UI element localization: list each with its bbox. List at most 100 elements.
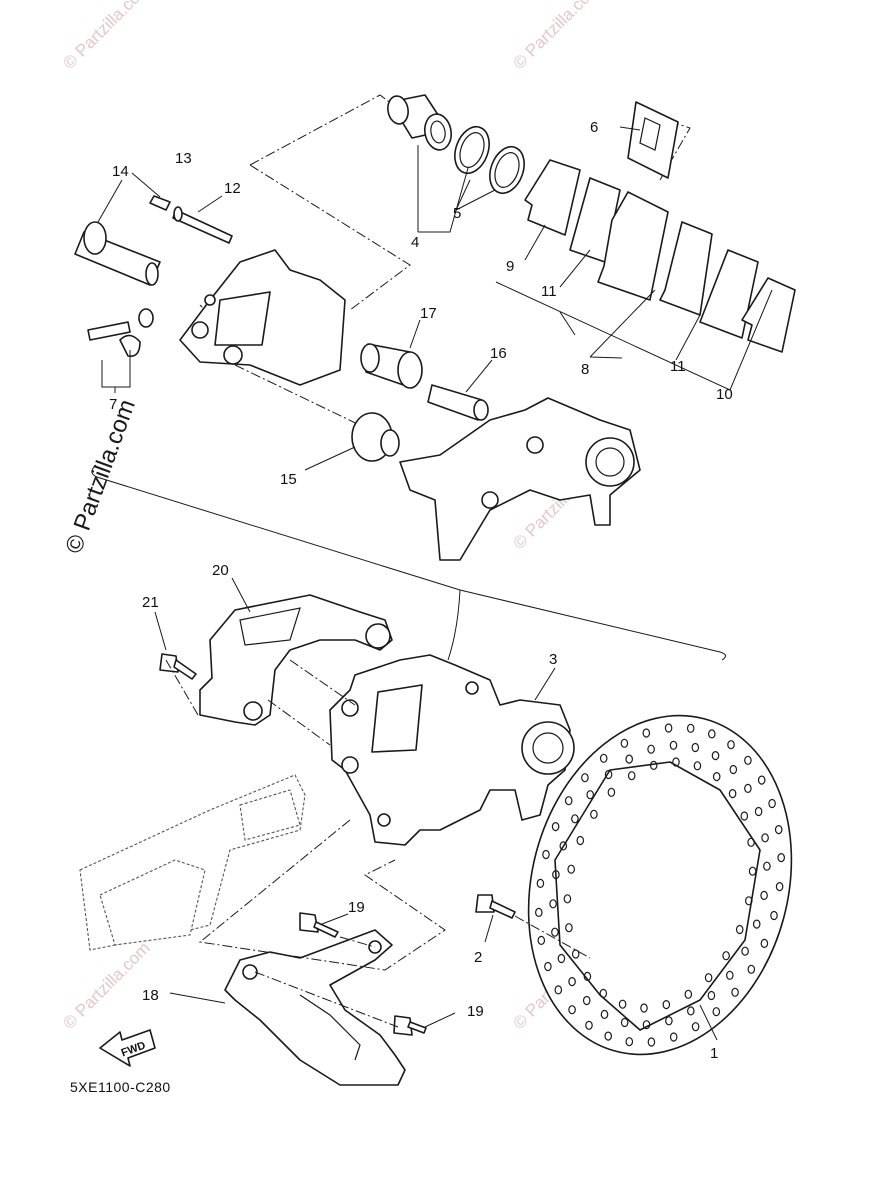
pad-clip (627, 101, 679, 179)
brake-caliper-assembly (329, 654, 575, 846)
disc-hole (582, 995, 591, 1006)
disc-hole (712, 771, 721, 782)
disc-hole (568, 976, 576, 987)
bracket-bolt (159, 653, 197, 680)
disc-hole (744, 783, 752, 794)
disc-hole (537, 935, 546, 946)
disc-hole (642, 1020, 651, 1030)
assembly-brace-tip (447, 589, 461, 661)
disc-hole (549, 899, 557, 909)
disc-hole (707, 990, 716, 1001)
disc-hole (747, 837, 755, 847)
callout-18: 18 (142, 987, 159, 1004)
disc-hole (747, 964, 756, 974)
disc-hole (686, 1006, 695, 1016)
pin-boot (351, 412, 400, 462)
spacer-sleeve (360, 343, 423, 389)
callout-10: 10 (716, 386, 733, 403)
callout-9: 9 (506, 258, 514, 275)
disc-hole (563, 894, 572, 904)
callout-14: 14 (112, 163, 129, 180)
disc-hole (536, 878, 545, 889)
disc-hole (534, 907, 543, 918)
callout-17: 17 (420, 305, 437, 322)
diagram-code: 5XE1100-C280 (70, 1079, 171, 1095)
disc-hole (777, 852, 786, 863)
callout-6: 6 (590, 119, 598, 136)
disc-hole (760, 890, 768, 901)
callout-11: 11 (541, 283, 557, 300)
disc-hole (775, 881, 784, 892)
callout-1: 1 (710, 1045, 718, 1062)
disc-hole (725, 970, 734, 980)
disc-hole (748, 866, 757, 876)
disc-hole (554, 985, 563, 995)
caliper-piston (387, 94, 452, 151)
disc-hole (735, 924, 744, 935)
assembly-brace-line (91, 464, 726, 661)
callout-5: 5 (453, 205, 461, 222)
callout-7: 7 (109, 396, 117, 413)
callout-15: 15 (280, 471, 297, 488)
disc-hole (567, 864, 576, 874)
disc-guard (224, 929, 406, 1086)
disc-hole (576, 835, 585, 846)
callout-20: 20 (212, 562, 229, 579)
disc-hole (727, 740, 735, 750)
disc-hole (774, 824, 783, 835)
disc-hole (728, 788, 737, 799)
disc-hole (744, 755, 752, 765)
disc-hole (565, 923, 573, 933)
disc-hole (642, 728, 651, 738)
disc-hole (571, 949, 580, 959)
disc-hole (757, 775, 766, 785)
disc-hole (647, 1037, 656, 1047)
caliper-bracket-upper (399, 397, 641, 561)
callout-21: 21 (142, 594, 159, 611)
disc-hole (583, 971, 592, 982)
callout-labels: 1 2 3 4 5 6 7 8 9 10 11 11 12 13 14 15 1… (109, 119, 733, 1062)
disc-hole (544, 961, 552, 972)
disc-hole (551, 927, 559, 937)
slide-pin (427, 384, 489, 421)
disc-hole (552, 869, 560, 880)
disc-hole (625, 754, 634, 764)
disc-hole (662, 999, 671, 1010)
brake-pads (524, 159, 796, 353)
disc-hole (625, 1037, 634, 1047)
disc-hole (586, 790, 595, 800)
disc-hole (599, 753, 608, 763)
watermark: © Partzilla.com (509, 0, 603, 73)
disc-hole (693, 761, 702, 771)
callout-16: 16 (490, 345, 507, 362)
disc-hole (729, 764, 738, 775)
disc-hole (740, 811, 749, 821)
disc-hole (557, 953, 566, 964)
disc-hole (640, 1003, 648, 1013)
callout-2: 2 (474, 949, 482, 966)
callout-19: 19 (467, 1003, 484, 1020)
disc-hole (599, 988, 608, 999)
callout-19: 19 (348, 899, 365, 916)
disc-hole (672, 757, 680, 767)
disc-hole (542, 849, 550, 860)
disc-hole (581, 773, 589, 783)
disc-hole (712, 1007, 721, 1017)
disc-hole (754, 806, 763, 817)
callout-11: 11 (670, 358, 686, 375)
piston-seals (454, 125, 525, 195)
disc-hole (604, 769, 613, 780)
disc-hole (559, 841, 568, 851)
disc-hole (763, 861, 771, 871)
caliper-pins (74, 195, 233, 286)
disc-hole (607, 787, 616, 797)
disc-hole (722, 951, 730, 961)
disc-hole (752, 919, 761, 929)
callout-13: 13 (175, 150, 192, 167)
watermark: © Partzilla.com (59, 938, 153, 1032)
disc-hole (618, 999, 627, 1009)
disc-hole (741, 946, 749, 956)
disc-hole (664, 723, 673, 733)
lower-leader-lines (165, 659, 591, 1028)
